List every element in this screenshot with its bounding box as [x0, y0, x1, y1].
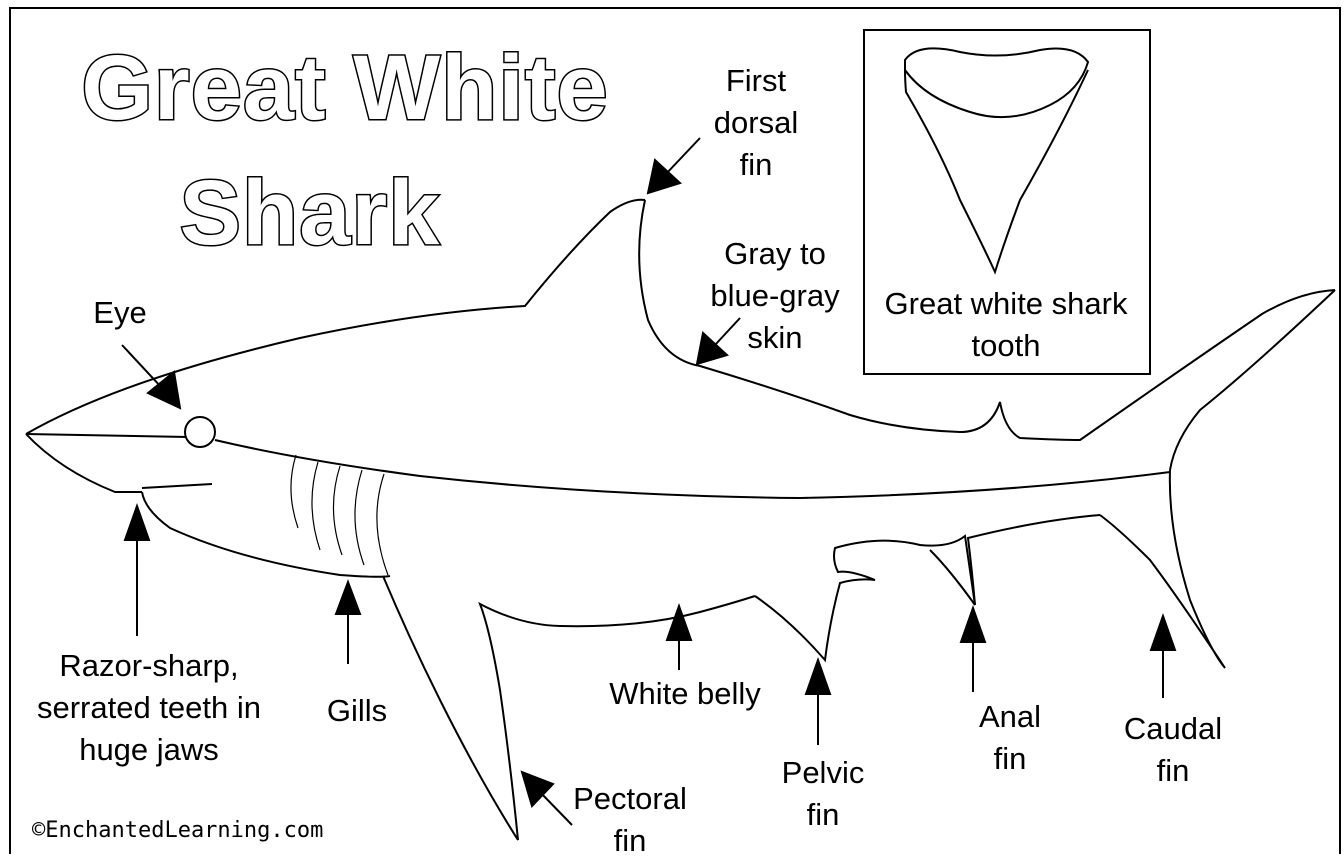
arrow-gills [336, 582, 360, 664]
eye-icon [185, 417, 215, 447]
label-gills: Gills [312, 690, 402, 732]
label-eye: Eye [80, 292, 160, 334]
arrow-pelvic-fin [806, 660, 830, 745]
label-first-dorsal-fin: First dorsal fin [700, 60, 812, 186]
title-line-2: Shark [70, 163, 550, 263]
title-line-1: Great White [70, 38, 620, 138]
label-pelvic-fin: Pelvic fin [768, 752, 878, 836]
label-skin: Gray to blue-gray skin [690, 233, 860, 359]
tooth-icon [905, 48, 1088, 272]
copyright-text: ©EnchantedLearning.com [32, 818, 323, 843]
arrow-caudal-fin [1151, 616, 1175, 698]
label-tooth: Great white shark tooth [866, 283, 1146, 367]
arrow-teeth [125, 506, 149, 636]
arrow-first-dorsal-fin [648, 138, 700, 193]
arrow-eye [122, 345, 180, 408]
label-caudal-fin: Caudal fin [1108, 708, 1238, 792]
label-white-belly: White belly [590, 673, 780, 715]
label-anal-fin: Anal fin [960, 696, 1060, 780]
gill-slits-icon [291, 455, 388, 575]
label-teeth: Razor-sharp, serrated teeth in huge jaws [14, 645, 284, 771]
arrow-anal-fin [961, 608, 985, 692]
label-pectoral-fin: Pectoral fin [560, 778, 700, 862]
